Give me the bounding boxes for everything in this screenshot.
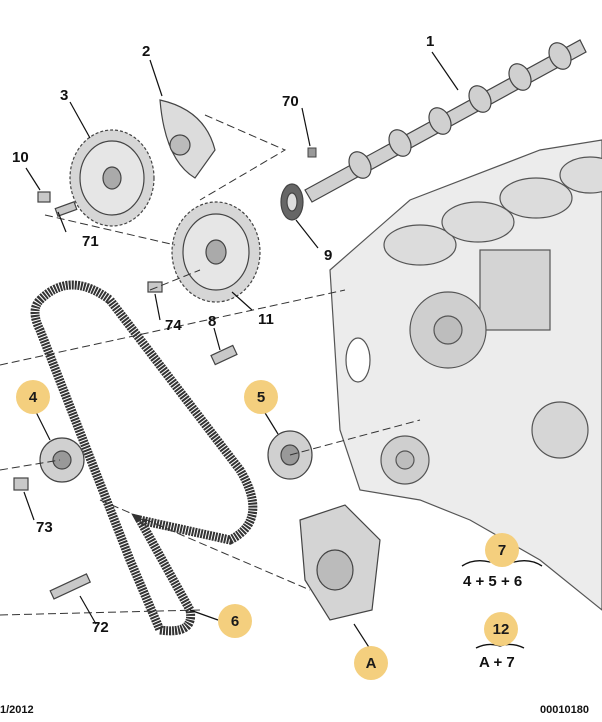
camshaft-seal [280,183,304,221]
camshaft [304,39,587,203]
badge-6: 6 [218,604,252,638]
key-pin [307,147,317,158]
callout-1: 1 [426,33,435,50]
tensioner-roller-4 [39,437,85,483]
footer-right: 00010180 [540,704,589,716]
camshaft-sprocket-3 [69,129,155,227]
badge-12: 12 [484,612,518,646]
callout-73: 73 [36,519,53,536]
timing-belt [30,280,258,636]
badge-5: 5 [244,380,278,414]
callout-72: 72 [92,619,109,636]
engine-block [329,139,602,611]
pump-sprocket-11 [171,201,261,303]
assembly-lines [0,114,421,616]
callout-71: 71 [82,233,99,250]
callout-9: 9 [324,247,333,264]
bolts [13,191,238,600]
footer-left: 1/2012 [0,704,34,716]
callout-70: 70 [282,93,299,110]
callout-74: 74 [165,317,182,334]
badge-4: 4 [16,380,50,414]
callout-3: 3 [60,87,69,104]
brace-12 [475,643,525,649]
badge-7: 7 [485,533,519,567]
target-plate [159,99,216,179]
water-pump [299,504,381,621]
callout-8: 8 [208,313,217,330]
badge-A: A [354,646,388,680]
callout-2: 2 [142,43,151,60]
callout-10: 10 [12,149,29,166]
sum-7: 4 + 5 + 6 [463,573,523,590]
sum-12: A + 7 [479,654,515,671]
callout-11: 11 [258,311,274,328]
